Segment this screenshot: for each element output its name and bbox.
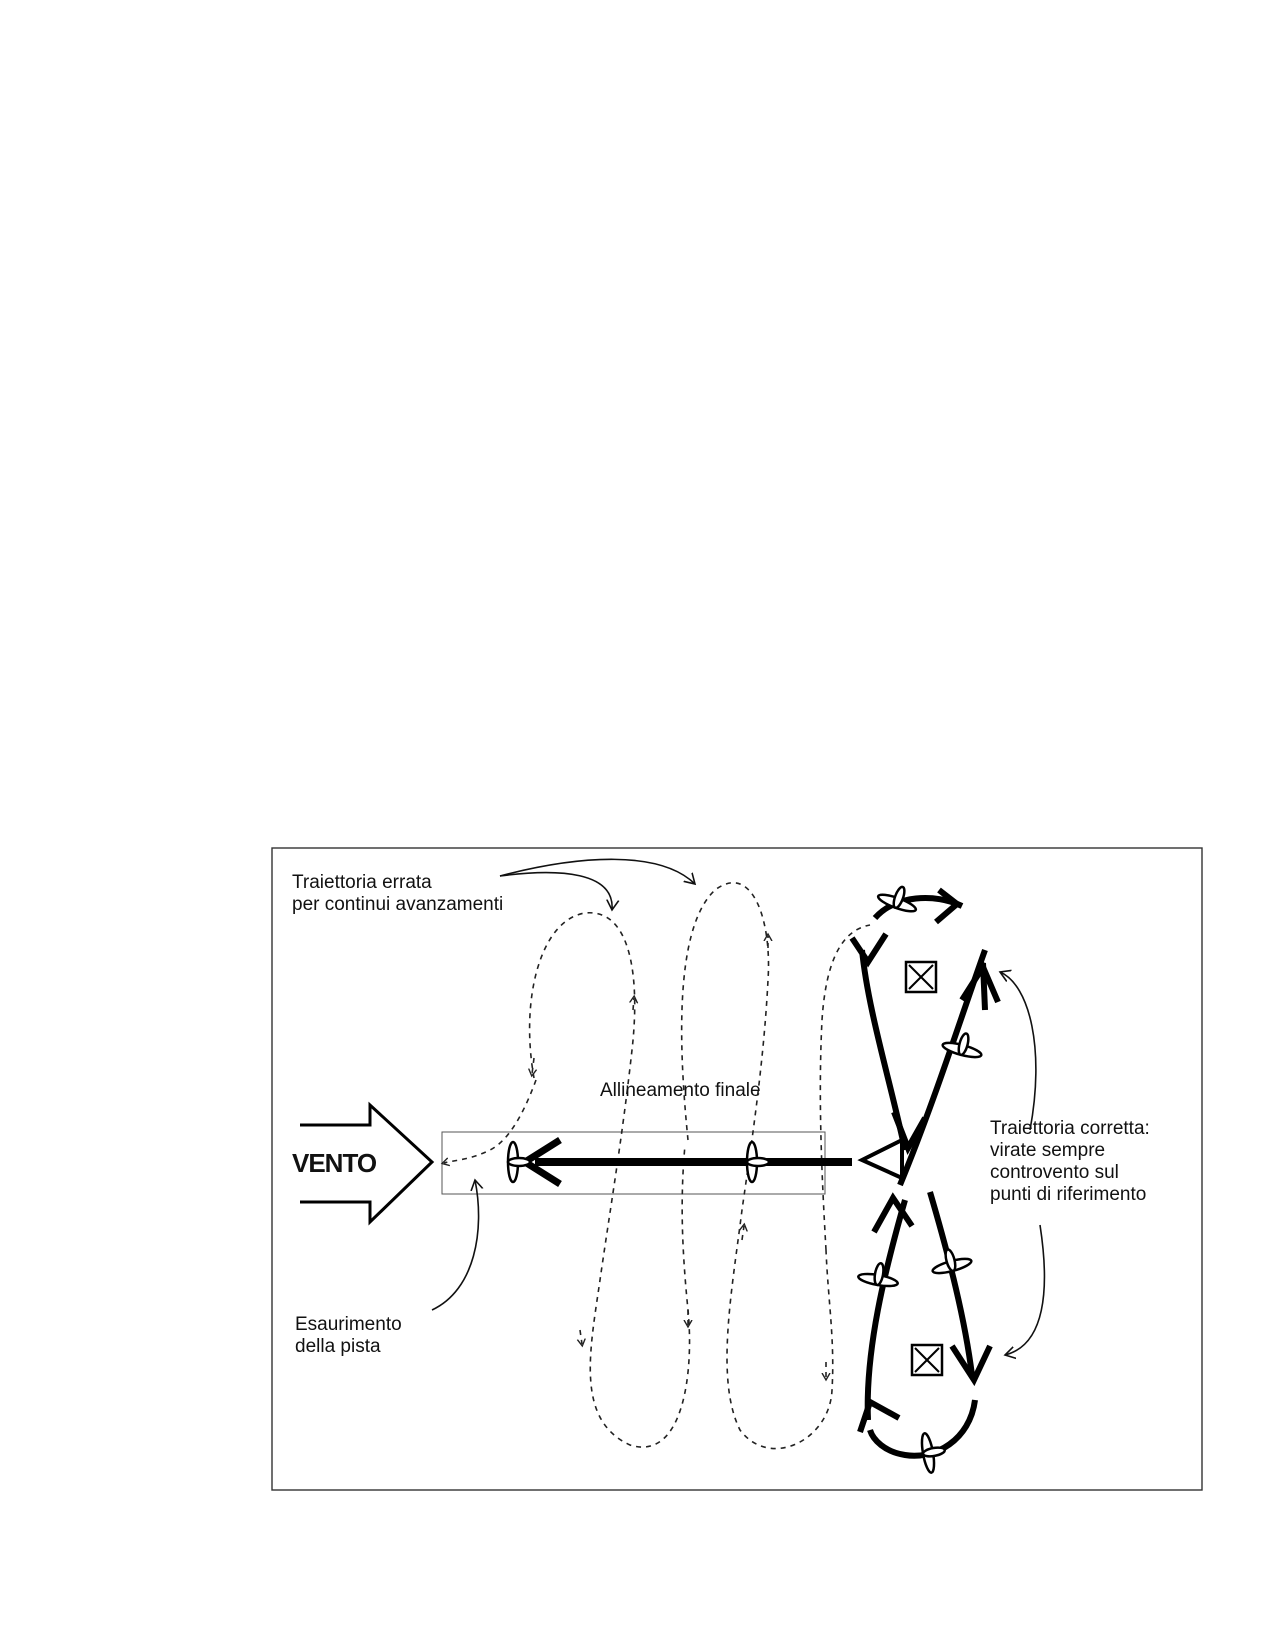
correct-path-leader-upper	[1000, 972, 1037, 1131]
correct-path-leader-lower	[1005, 1224, 1046, 1355]
correct-arrowhead-1	[849, 932, 889, 968]
glider-icon-top	[876, 885, 918, 913]
correct-path-lower-left	[864, 1199, 908, 1421]
correct-arrowhead-3	[959, 960, 1001, 1004]
correct-path-label-line4: punti di riferimento	[990, 1184, 1146, 1205]
correct-path-label-line3: controvento sul	[990, 1162, 1119, 1183]
approach-entry-chevron	[857, 1136, 904, 1182]
wind-label: VENTO	[292, 1148, 377, 1178]
final-alignment-label: Allineamento finale	[600, 1080, 761, 1101]
reference-point-lower-icon	[910, 1343, 944, 1377]
wrong-path-tick-2	[633, 998, 634, 1011]
wrong-path-label-line2: per continui avanzamenti	[292, 894, 503, 915]
wrong-path-label-line1: Traiettoria errata	[292, 872, 432, 893]
glider-icon-runway-end	[506, 1140, 532, 1184]
glider-icon-upper-right	[941, 1032, 983, 1059]
wrong-path-tick-1	[532, 1057, 534, 1074]
glider-icon-lower-left	[857, 1261, 899, 1288]
correct-path-label-line1: Traiettoria corretta:	[990, 1118, 1150, 1139]
wrong-path-leader-1	[499, 871, 612, 910]
correct-arrowhead-2	[934, 887, 962, 925]
correct-arrowhead-5	[871, 1192, 915, 1234]
reference-point-upper-icon	[904, 960, 938, 994]
correct-path-label-line2: virate sempre	[990, 1140, 1105, 1161]
correct-path-lower-right	[927, 1191, 975, 1376]
wrong-path-loop-3	[819, 924, 871, 1251]
glider-icon-final	[745, 1140, 771, 1184]
wind-arrow-icon	[300, 1101, 435, 1226]
wrong-path-tick-5	[742, 1226, 744, 1241]
wrong-path-leader-2	[499, 858, 695, 884]
wrong-path-tick-7	[580, 1329, 582, 1344]
runway-end-leader	[431, 1180, 479, 1311]
wrong-path-loop-1	[528, 912, 691, 1448]
correct-arrowhead-6	[949, 1344, 993, 1387]
runway-end-label-line1: Esaurimento	[295, 1314, 402, 1335]
runway-end-label-line2: della pista	[295, 1336, 381, 1357]
glider-icon-bottom	[920, 1432, 947, 1474]
correct-arrowhead-7	[857, 1397, 901, 1433]
diagram-frame	[271, 847, 1203, 1491]
correct-path-lower-bottom	[867, 1399, 978, 1459]
correct-arrowhead-4	[891, 1110, 928, 1155]
wrong-path-loop-2	[680, 882, 834, 1450]
wrong-path-exit	[444, 1079, 537, 1163]
glider-icon-lower-right	[931, 1248, 973, 1275]
